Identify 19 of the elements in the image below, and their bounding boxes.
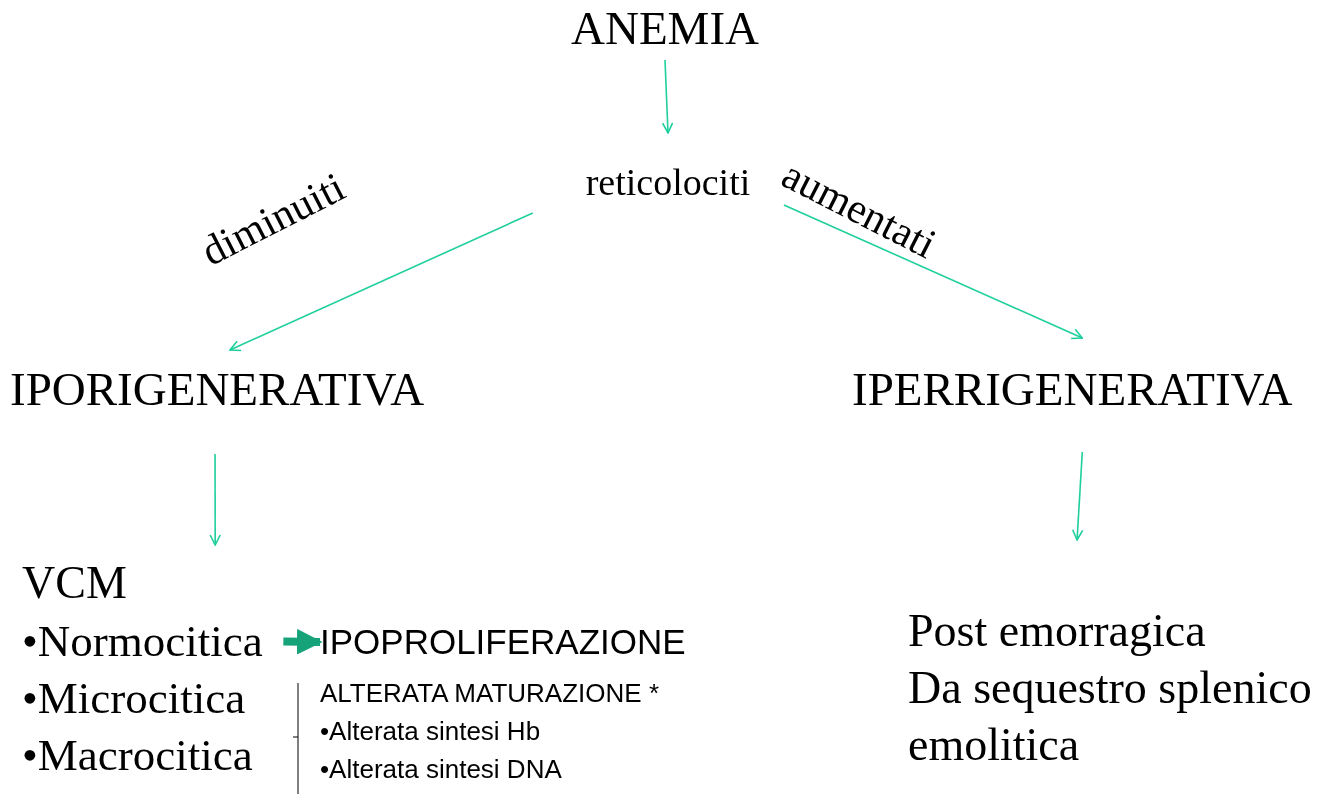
arrow [1071, 451, 1084, 541]
node-text: VCM [22, 556, 128, 610]
arrow [661, 59, 674, 134]
node-text: •Macrocitica [22, 729, 254, 782]
node-text: Post emorragica [908, 604, 1207, 658]
node-text: •Normocitica [22, 615, 264, 668]
node-text: IPORIGENERATIVA [10, 362, 426, 416]
arrow [209, 453, 221, 546]
arrow [229, 212, 534, 352]
node-text: emolitica [908, 718, 1081, 772]
node-text: IPOPROLIFERAZIONE [320, 621, 687, 663]
node-text: ALTERATA MATURAZIONE * [320, 677, 660, 710]
node-text: •Alterata sintesi Hb [320, 715, 542, 748]
node-text: IPERRIGENERATIVA [852, 362, 1294, 416]
node-text: ANEMIA [570, 2, 760, 54]
arrow [783, 204, 1084, 340]
node-text: •Alterata sintesi DNA [320, 753, 563, 786]
node-text: •Microcitica [22, 672, 247, 725]
node-text: Da sequestro splenico [908, 661, 1313, 715]
